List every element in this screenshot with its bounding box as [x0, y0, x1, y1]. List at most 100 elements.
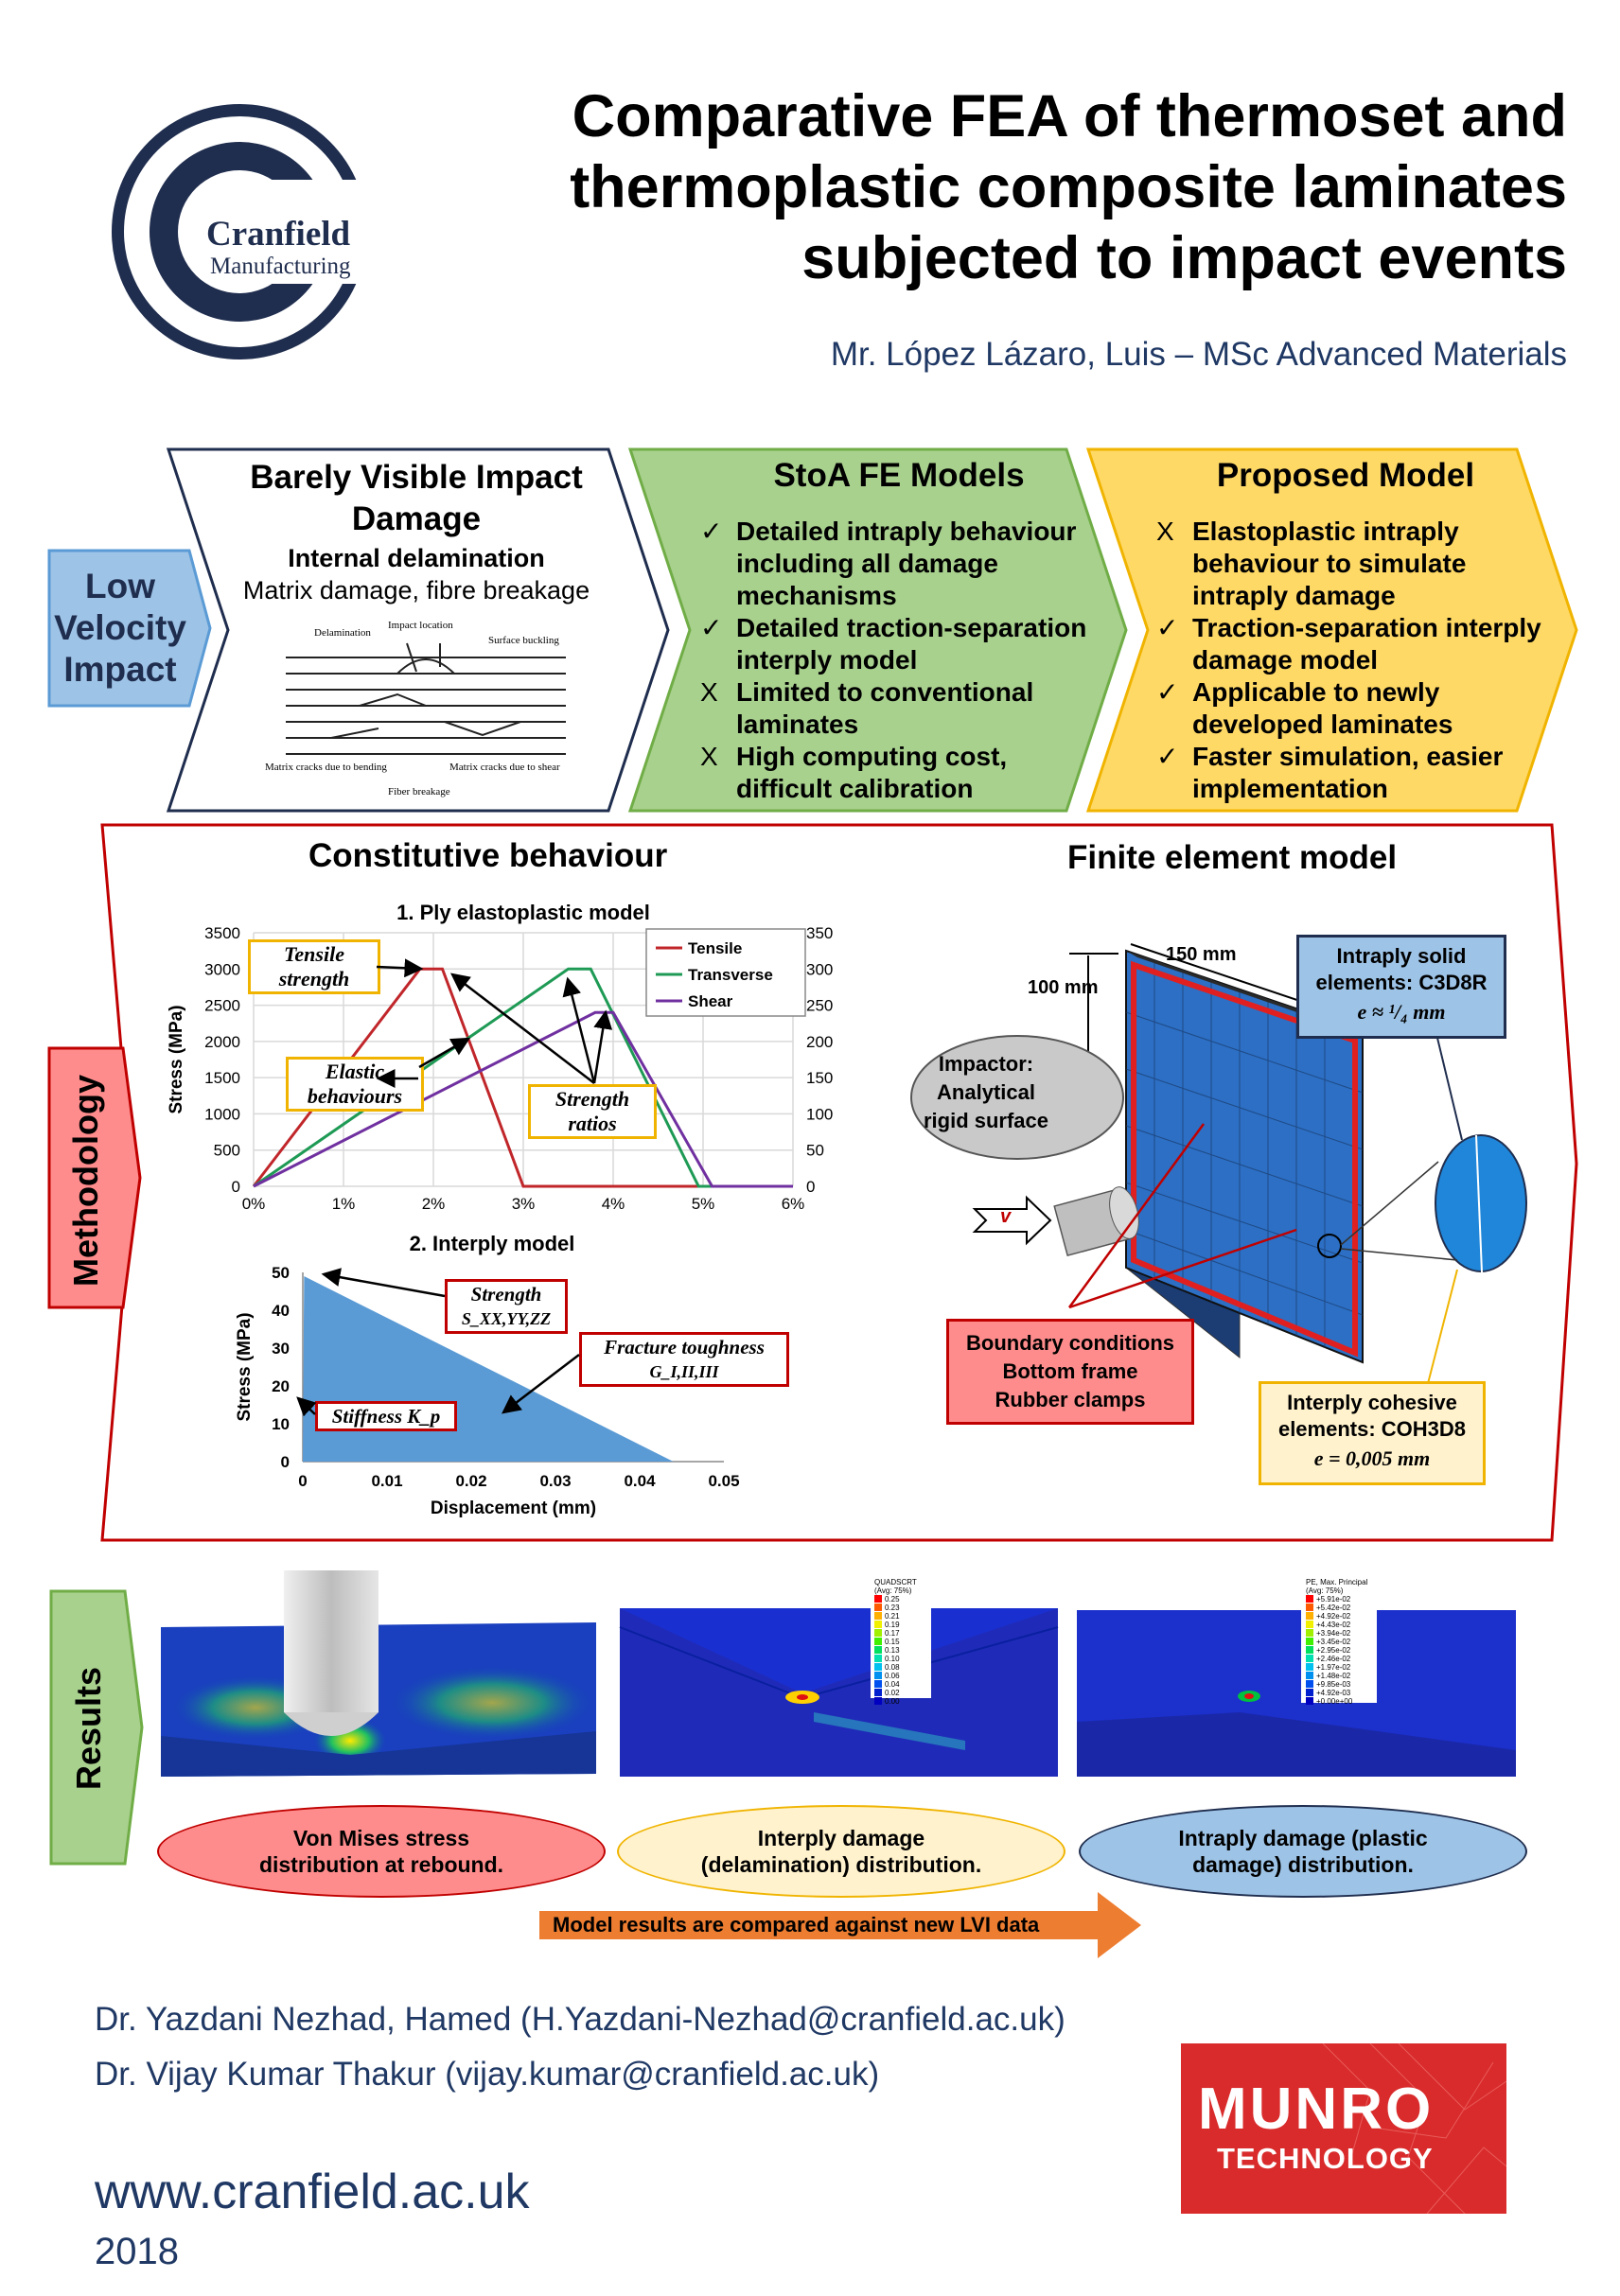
legend-swatch [1306, 1595, 1313, 1603]
legend-value: 0.08 [885, 1663, 900, 1672]
legend-swatch [874, 1663, 882, 1671]
legend-sub: (Avg: 75%) [874, 1586, 912, 1595]
legend-value: 0.13 [885, 1646, 900, 1655]
x-tick-label: 0.03 [539, 1472, 571, 1490]
poster-title: Comparative FEA of thermoset and thermop… [384, 81, 1567, 294]
oval-intraply: Intraply damage (plastic damage) distrib… [1079, 1805, 1527, 1898]
legend-swatch [874, 1672, 882, 1679]
legend1-row: 0.17 [874, 1629, 917, 1638]
contact-1[interactable]: Dr. Yazdani Nezhad, Hamed (H.Yazdani-Nez… [95, 2001, 1065, 2038]
legend-swatch [874, 1629, 882, 1637]
legend-title: PE, Max. Principal [1306, 1578, 1368, 1586]
y2-tick-label: 150 [806, 1069, 833, 1087]
lvi-arrow-box [47, 549, 212, 708]
contact-2[interactable]: Dr. Vijay Kumar Thakur (vijay.kumar@cran… [95, 2056, 880, 2093]
legend-swatch [1306, 1604, 1313, 1611]
delamination-diagram [286, 642, 566, 755]
legend-value: 0.21 [885, 1612, 900, 1621]
callout-line: ratios [568, 1112, 617, 1135]
logo-c-gap [241, 180, 383, 284]
cross-icon: X [700, 742, 718, 771]
y-tick-label: 20 [272, 1377, 290, 1395]
proposed-item-line: implementation [1192, 774, 1388, 803]
callout-strength-interply: Strength S_XX,YY,ZZ [445, 1279, 568, 1334]
legend-value: 0.04 [885, 1680, 900, 1689]
legend-value: +2.95e-02 [1316, 1646, 1351, 1655]
munro-sub: TECHNOLOGY [1217, 2142, 1434, 2175]
boundary-line: Rubber clamps [995, 1388, 1146, 1411]
legend-swatch [1306, 1689, 1313, 1696]
legend-swatch [874, 1697, 882, 1705]
dim-150: 150 mm [1166, 944, 1237, 965]
results-arrow-text: Model results are compared against new L… [553, 1913, 1040, 1937]
legend1-row: 0.15 [874, 1638, 917, 1646]
legend-swatch [1306, 1646, 1313, 1654]
y-tick-label: 2000 [204, 1033, 240, 1051]
diagram-label-buckling: Surface buckling [488, 635, 559, 646]
impactor-oval [910, 1035, 1124, 1160]
interply-eq: e = 0,005 mm [1313, 1446, 1431, 1470]
proposed-item-line: damage model [1192, 645, 1379, 675]
legend-swatch [874, 1604, 882, 1611]
laminate-face [1125, 949, 1364, 1364]
legend1-row: 0.10 [874, 1655, 917, 1663]
munro-name: MUNRO [1198, 2077, 1435, 2142]
legend-value: +4.43e-02 [1316, 1621, 1351, 1629]
check-icon: ✓ [700, 517, 723, 546]
callout-line: Elastic [325, 1060, 385, 1083]
legend2-row: +0.00e+00 [1306, 1697, 1367, 1706]
proposed-item-line: Traction-separation interply [1192, 613, 1541, 642]
legend-value: 0.06 [885, 1672, 900, 1680]
check-icon: ✓ [700, 613, 723, 642]
legend1-row: 0.21 [874, 1612, 917, 1621]
legend-swatch [874, 1689, 882, 1696]
check-icon: ✓ [1156, 613, 1179, 642]
boundary-line: Boundary conditions [966, 1331, 1174, 1355]
fe-model-graphic [910, 943, 1527, 1399]
diagram-label-impact: Impact location [388, 620, 453, 631]
legend2-row: +1.97e-02 [1306, 1663, 1367, 1672]
x-tick-label: 0.04 [624, 1472, 656, 1490]
x-tick-label: 1% [332, 1195, 356, 1213]
y-tick-label: 3500 [204, 924, 240, 942]
legend-swatch [874, 1655, 882, 1662]
legend-swatch [874, 1638, 882, 1645]
velocity-arrow [972, 1195, 1052, 1246]
title-line: thermoplastic composite laminates [570, 154, 1567, 220]
check-icon: ✓ [1156, 742, 1179, 771]
y-tick-label: 0 [232, 1178, 240, 1196]
munro-logo: MUNRO TECHNOLOGY [1181, 2043, 1506, 2214]
proposed-title: Proposed Model [1216, 457, 1475, 494]
bvid-chevron [166, 447, 670, 813]
velocity-label: v [1000, 1206, 1012, 1227]
callout-line: G_I,II,III [649, 1362, 719, 1381]
lvi-line: Velocity [54, 608, 186, 647]
y-tick-label: 3000 [204, 960, 240, 978]
legend-swatch [1306, 1621, 1313, 1628]
lvi-line: Impact [63, 650, 177, 689]
y-tick-label: 50 [272, 1264, 290, 1282]
stoa-item-line: interply model [736, 645, 918, 675]
y2-tick-label: 100 [806, 1105, 833, 1123]
callout-strength-ratios: Strength ratios [528, 1084, 657, 1139]
website[interactable]: www.cranfield.ac.uk [95, 2165, 530, 2219]
legend2-row: +2.46e-02 [1306, 1655, 1367, 1663]
legend-title: QUADSCRT [874, 1578, 917, 1586]
x-tick-label: 0.02 [455, 1472, 486, 1490]
boundary-box: Boundary conditions Bottom frame Rubber … [946, 1319, 1194, 1425]
legend-value: 0.15 [885, 1638, 900, 1646]
y-tick-label: 10 [272, 1415, 290, 1433]
legend-value: +9.85e-03 [1316, 1680, 1351, 1689]
bvid-text: Matrix damage, fibre breakage [242, 576, 590, 605]
legend-label: Tensile [688, 939, 742, 957]
results-arrow [539, 1892, 1141, 1958]
legend-sub: (Avg: 75%) [1306, 1586, 1344, 1595]
stoa-item-line: Limited to conventional [736, 677, 1034, 707]
oval-line: Interply damage [757, 1826, 925, 1850]
legend2-row: +3.94e-02 [1306, 1629, 1367, 1638]
interply-line: elements: COH3D8 [1277, 1417, 1467, 1441]
